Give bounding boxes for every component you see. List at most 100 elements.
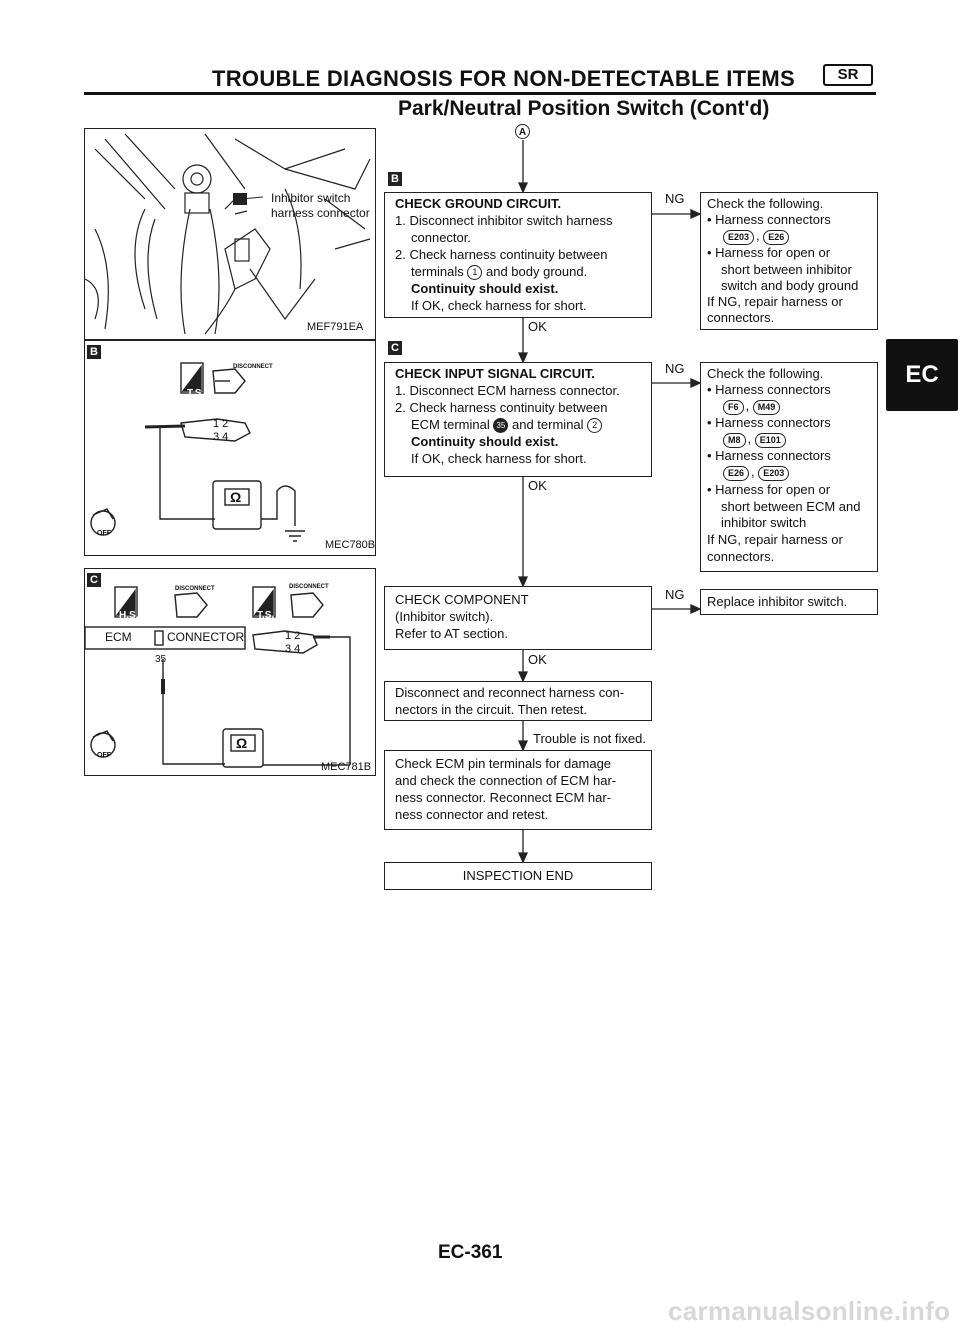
figure3-ts: T.S.	[257, 610, 275, 621]
input-line1: 1. Disconnect ECM harness connector.	[395, 383, 620, 398]
check-ecm-line4: ness connector and retest.	[395, 807, 549, 822]
section-badge-label: SR	[837, 66, 859, 83]
ground-result-line5: short between inhibitor	[721, 262, 852, 277]
figure3-pins-bottom: 3 4	[285, 643, 301, 655]
connector-m8: M8	[723, 433, 746, 448]
section-side-tab: EC	[886, 339, 958, 411]
connector-m49: M49	[752, 400, 781, 415]
connector-f6: F6	[723, 400, 744, 415]
component-line1: CHECK COMPONENT	[395, 592, 529, 607]
input-result-line10: inhibitor switch	[721, 515, 807, 530]
input-line3-a: ECM terminal	[411, 417, 490, 432]
figure3-disconnect-2: DISCONNECT	[289, 584, 329, 590]
figure2-pins-top: 1 2	[213, 418, 229, 430]
input-line5: If OK, check harness for short.	[411, 451, 587, 466]
ground-result-line2: • Harness connectors	[707, 212, 831, 227]
ground-ng-label: NG	[665, 191, 685, 206]
figure1-code: MEF791EA	[307, 321, 364, 333]
input-line3: ECM terminal 35 and terminal 2	[411, 416, 603, 434]
engine-bay-illustration	[85, 133, 371, 335]
step-c-marker: C	[388, 341, 402, 355]
input-result-box: Check the following. • Harness connector…	[700, 362, 878, 572]
ground-result-connectors: E203, E26	[723, 227, 791, 245]
figure3-ohm: Ω	[236, 735, 248, 751]
check-ecm-pins-box: Check ECM pin terminals for damage and c…	[384, 750, 652, 830]
figure3-marker: C	[87, 573, 101, 587]
connector-e203: E203	[723, 230, 755, 245]
figure1-label-line1: Inhibitor switch	[271, 191, 351, 205]
ground-result-line7: If NG, repair harness or	[707, 294, 843, 309]
input-line3-b: and terminal	[512, 417, 584, 432]
not-fixed-label: Trouble is not fixed.	[533, 731, 646, 746]
ground-line4-a: terminals	[411, 264, 464, 279]
figure3-disconnect-1: DISCONNECT	[175, 586, 215, 592]
figure2-ohm: Ω	[230, 489, 242, 505]
figure3-connector: CONNECTOR	[167, 630, 245, 644]
ground-result-line1: Check the following.	[707, 196, 824, 211]
input-result-line6: • Harness connectors	[707, 448, 831, 463]
figure2-disconnect: DISCONNECT	[233, 364, 273, 370]
input-result-connectors-3: E26, E203	[723, 463, 791, 481]
input-result-connectors-2: M8, E101	[723, 430, 788, 448]
figure3-code: MEC781B	[321, 761, 372, 773]
component-ok-label: OK	[528, 652, 547, 667]
figure3-ecm: ECM	[105, 630, 132, 644]
figure-ground-circuit-check: B DISCONNECT T.S. 1 2 3 4 Ω OFF MEC780B	[84, 340, 376, 556]
check-ground-circuit-box: CHECK GROUND CIRCUIT. 1. Disconnect inhi…	[384, 192, 652, 318]
reconnect-line1: Disconnect and reconnect harness con-	[395, 685, 625, 700]
check-ecm-line3: ness connector. Reconnect ECM har-	[395, 790, 612, 805]
reconnect-line2: nectors in the circuit. Then retest.	[395, 702, 587, 717]
input-line2: 2. Check harness continuity between	[395, 400, 608, 415]
ground-line3: 2. Check harness continuity between	[395, 247, 608, 262]
figure3-pins-top: 1 2	[285, 630, 301, 642]
component-ng-label: NG	[665, 587, 685, 602]
figure-inhibitor-switch-location: Inhibitor switch harness connector MEF79…	[84, 128, 376, 340]
connector-e101: E101	[754, 433, 786, 448]
ground-title: CHECK GROUND CIRCUIT.	[395, 196, 562, 211]
page-subtitle: Park/Neutral Position Switch (Cont'd)	[398, 97, 770, 120]
figure-input-signal-check: C DISCONNECT H.S. DISCONNECT T.S. ECM CO…	[84, 568, 376, 776]
ground-line5: Continuity should exist.	[411, 281, 559, 296]
input-line4: Continuity should exist.	[411, 434, 559, 449]
input-result-line1: Check the following.	[707, 366, 824, 381]
connector-e203-b: E203	[758, 466, 790, 481]
ground-result-box: Check the following. • Harness connector…	[700, 192, 878, 330]
inspection-end-box: INSPECTION END	[384, 862, 652, 890]
input-result-line2: • Harness connectors	[707, 382, 831, 397]
figure3-key: OFF	[97, 752, 111, 759]
input-signal-wiring	[85, 586, 351, 768]
ground-circuit-wiring	[90, 362, 305, 542]
section-badge: SR	[823, 64, 873, 86]
input-ng-label: NG	[665, 361, 685, 376]
figure3-hs: H.S.	[119, 610, 139, 621]
flow-start-marker-label: A	[518, 127, 527, 138]
ground-line4-b: and body ground.	[486, 264, 588, 279]
figure3-pin: 35	[155, 654, 167, 665]
connector-e26: E26	[763, 230, 790, 245]
input-result-line4: • Harness connectors	[707, 415, 831, 430]
header-rule	[84, 92, 876, 95]
reconnect-box: Disconnect and reconnect harness con- ne…	[384, 681, 652, 721]
ground-terminal-1: 1	[467, 265, 483, 281]
check-ecm-line1: Check ECM pin terminals for damage	[395, 756, 612, 771]
page-number: EC-361	[438, 1242, 503, 1263]
watermark: carmanualsonline.info	[668, 1296, 951, 1326]
check-component-box: CHECK COMPONENT (Inhibitor switch). Refe…	[384, 586, 652, 650]
input-title: CHECK INPUT SIGNAL CIRCUIT.	[395, 366, 595, 381]
figure2-ts: T.S.	[187, 388, 205, 399]
figure2-code: MEC780B	[325, 539, 376, 551]
component-result-text: Replace inhibitor switch.	[707, 594, 848, 609]
ground-result-line8: connectors.	[707, 310, 775, 325]
section-side-tab-label: EC	[905, 361, 939, 388]
component-line3: Refer to AT section.	[395, 626, 508, 641]
figure2-key: OFF	[97, 530, 111, 537]
figure2-marker: B	[87, 345, 101, 359]
ground-result-line4: • Harness for open or	[707, 245, 831, 260]
ground-line2: connector.	[411, 230, 471, 245]
connector-e26-b: E26	[723, 466, 750, 481]
input-result-connectors-1: F6, M49	[723, 397, 782, 415]
ground-line1: 1. Disconnect inhibitor switch harness	[395, 213, 613, 228]
component-line2: (Inhibitor switch).	[395, 609, 494, 624]
step-b-marker: B	[388, 172, 402, 186]
input-result-line12: connectors.	[707, 549, 775, 564]
